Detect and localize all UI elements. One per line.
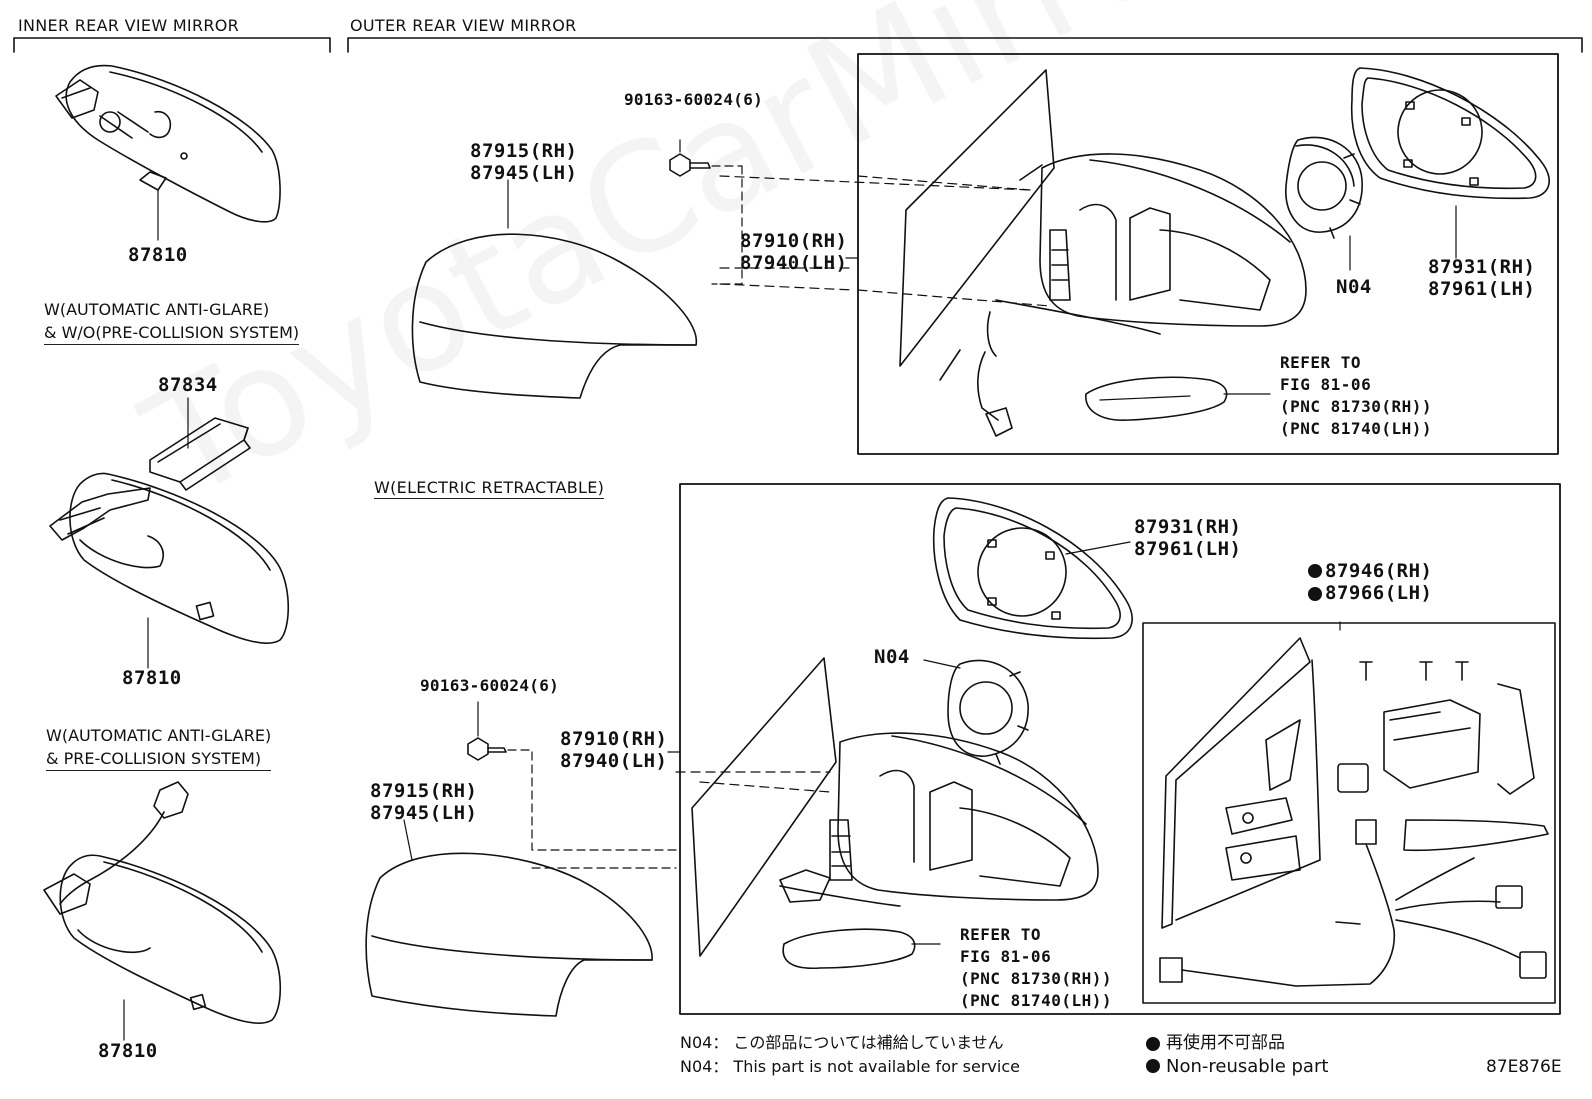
electric-retractable-title: W(ELECTRIC RETRACTABLE): [374, 478, 605, 499]
part-number-87810-b[interactable]: 87810: [122, 667, 182, 689]
legend-dot-1: [1146, 1037, 1160, 1051]
outer-mirror-section-title: OUTER REAR VIEW MIRROR: [350, 16, 577, 35]
assy-top-rh[interactable]: 87910(RH): [740, 230, 848, 252]
note-n04-english: N04： This part is not available for serv…: [680, 1057, 1020, 1076]
condition-line-2: & W/O(PRE-COLLISION SYSTEM): [44, 323, 300, 342]
refer-line: (PNC 81730(RH)): [960, 969, 1112, 988]
part-number-n04-bottom[interactable]: N04: [874, 646, 910, 668]
glass-bottom-rh[interactable]: 87931(RH): [1134, 516, 1242, 538]
inner-mirror-1-drawing: [55, 64, 281, 241]
legend-dot-2: [1146, 1059, 1160, 1073]
retract-assy-lh[interactable]: 87966(LH): [1325, 582, 1433, 604]
top-actuator-drawing: [1285, 136, 1363, 271]
inner-mirror-2-drawing: [49, 472, 290, 669]
figure-code: 87E876E: [1486, 1057, 1562, 1077]
top-glass-drawing: [1350, 67, 1550, 259]
bottom-actuator-drawing: [923, 659, 1029, 765]
non-reusable-dot-rh: [1308, 564, 1322, 578]
inner-mirror-3-drawing: [43, 781, 282, 1041]
note-n04-japanese: N04： この部品については補給していません: [680, 1033, 1004, 1052]
retract-assy-drawing: [1159, 621, 1549, 987]
top-mirror-assy-drawing: [899, 69, 1307, 437]
part-number-glass-bottom[interactable]: 87931(RH) 87961(LH): [1134, 516, 1241, 560]
refer-line: FIG 81-06: [960, 947, 1052, 966]
part-number-cover-bottom[interactable]: 87915(RH) 87945(LH): [370, 780, 477, 824]
part-number-87810-c[interactable]: 87810: [98, 1040, 158, 1062]
cover-top-lh[interactable]: 87945(LH): [470, 162, 578, 184]
bottom-glass-drawing: [932, 497, 1133, 640]
part-number-screw-top[interactable]: 90163-60024(6): [624, 90, 764, 109]
refer-line: REFER TO: [960, 925, 1042, 944]
note-non-reusable-japanese: 再使用不可部品: [1166, 1033, 1285, 1053]
part-number-assy-top[interactable]: 87910(RH) 87940(LH): [740, 230, 847, 274]
retract-assy-rh[interactable]: 87946(RH): [1325, 560, 1433, 582]
part-number-87834[interactable]: 87834: [158, 374, 218, 396]
part-number-cover-top[interactable]: 87915(RH) 87945(LH): [470, 140, 577, 184]
cover-bottom-lh[interactable]: 87945(LH): [370, 802, 478, 824]
assy-top-lh[interactable]: 87940(LH): [740, 252, 848, 274]
bottom-cover-drawing: [365, 819, 653, 1017]
condition-line-1: W(AUTOMATIC ANTI-GLARE): [44, 300, 270, 319]
bottom-mirror-assy-drawing: [691, 657, 1099, 969]
bottom-screw-drawing: [467, 701, 677, 869]
refer-line: (PNC 81740(LH)): [960, 991, 1112, 1010]
part-number-87810-a[interactable]: 87810: [128, 244, 188, 266]
note-non-reusable-english: Non-reusable part: [1166, 1056, 1329, 1077]
cover-bottom-rh[interactable]: 87915(RH): [370, 780, 478, 802]
non-reusable-dot-lh: [1308, 587, 1322, 601]
refer-note-bottom: REFER TO FIG 81-06 (PNC 81730(RH)) (PNC …: [960, 924, 1112, 1012]
part-number-screw-bottom[interactable]: 90163-60024(6): [420, 676, 560, 695]
refer-line: (PNC 81730(RH)): [1280, 397, 1432, 416]
top-screw-drawing: [669, 139, 743, 285]
part-number-assy-bottom[interactable]: 87910(RH) 87940(LH): [560, 728, 667, 772]
bottom-mirror-frame: [679, 483, 1561, 1015]
condition-antiglare-wo-pcs: W(AUTOMATIC ANTI-GLARE) & W/O(PRE-COLLIS…: [44, 298, 300, 345]
glass-top-rh[interactable]: 87931(RH): [1428, 256, 1536, 278]
outer-section-bracket: [347, 37, 1583, 53]
bottom-assy-dashed-guides: [675, 771, 831, 793]
top-cover-drawing: [411, 179, 698, 399]
refer-line: FIG 81-06: [1280, 375, 1372, 394]
glass-bottom-lh[interactable]: 87961(LH): [1134, 538, 1242, 560]
inner-section-bracket: [13, 37, 331, 53]
condition-line-2: & PRE-COLLISION SYSTEM): [46, 749, 262, 768]
refer-line: (PNC 81740(LH)): [1280, 419, 1432, 438]
cover-top-rh[interactable]: 87915(RH): [470, 140, 578, 162]
top-assy-dashed-guides: [719, 175, 1051, 307]
part-number-n04-top[interactable]: N04: [1336, 276, 1372, 298]
top-mirror-frame: [857, 53, 1559, 455]
part-number-glass-top[interactable]: 87931(RH) 87961(LH): [1428, 256, 1535, 300]
refer-line: REFER TO: [1280, 353, 1362, 372]
assy-bottom-lh[interactable]: 87940(LH): [560, 750, 668, 772]
condition-antiglare-w-pcs: W(AUTOMATIC ANTI-GLARE) & PRE-COLLISION …: [46, 724, 272, 771]
glass-top-lh[interactable]: 87961(LH): [1428, 278, 1536, 300]
part-number-retract-assy[interactable]: 87946(RH) 87966(LH): [1325, 560, 1432, 604]
assy-bottom-rh[interactable]: 87910(RH): [560, 728, 668, 750]
cover-87834-drawing: [149, 397, 251, 491]
condition-line-1: W(AUTOMATIC ANTI-GLARE): [46, 726, 272, 745]
inner-mirror-section-title: INNER REAR VIEW MIRROR: [18, 16, 240, 35]
refer-note-top: REFER TO FIG 81-06 (PNC 81730(RH)) (PNC …: [1280, 352, 1432, 440]
retract-assy-frame: [1142, 622, 1556, 1004]
